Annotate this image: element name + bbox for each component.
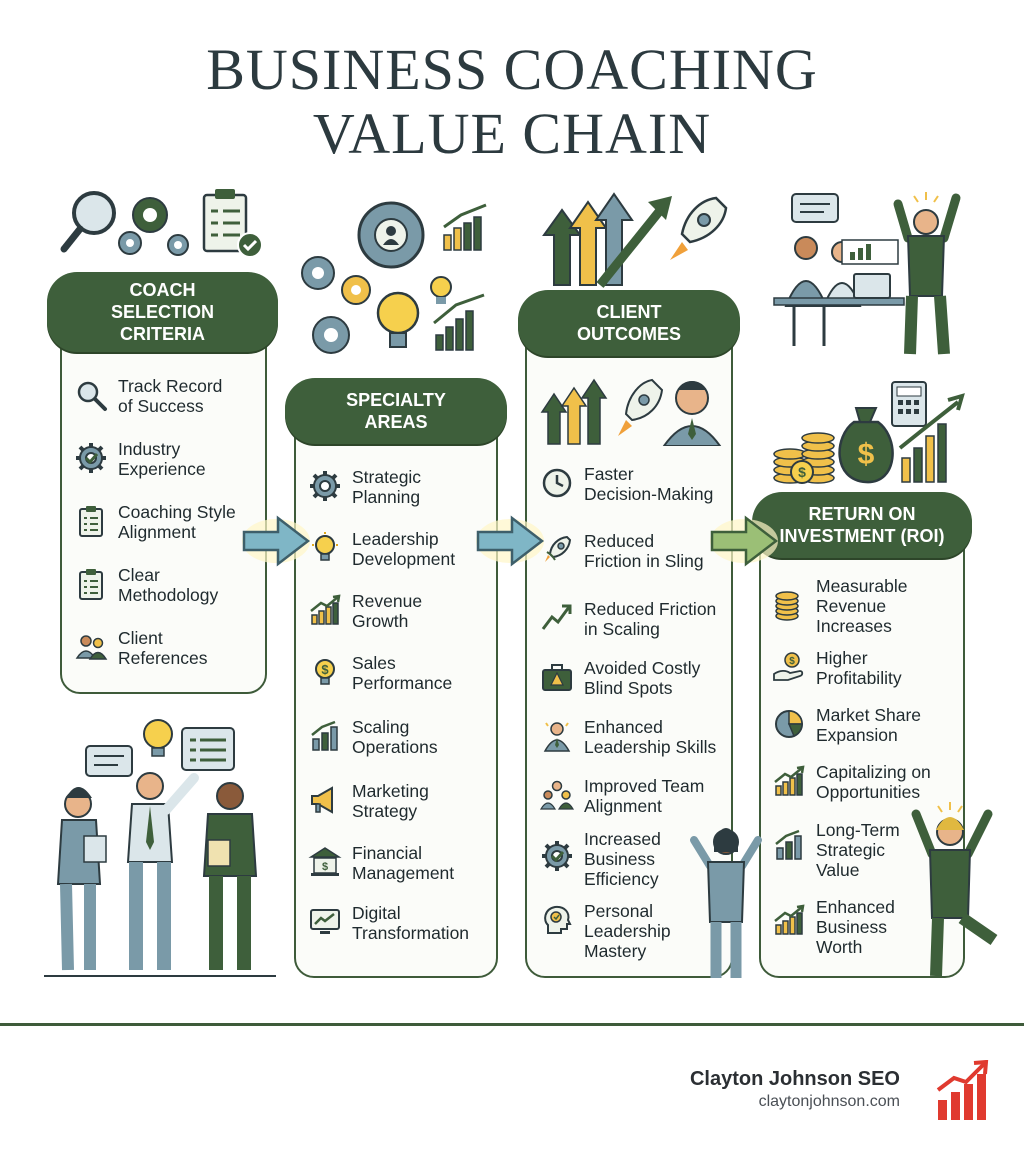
celebrating-team-illustration <box>773 192 961 355</box>
growth-chart-icon <box>772 764 806 798</box>
celebrating-woman-illustration <box>690 828 762 978</box>
gear-check-icon <box>540 839 574 873</box>
clock-icon <box>540 466 574 500</box>
clipboard-icon <box>74 504 108 538</box>
selection-tools-illustration <box>60 189 263 258</box>
team-icon <box>540 778 574 812</box>
growth-chart-icon <box>772 903 806 937</box>
megaphone-icon <box>308 783 342 817</box>
specialty-areas-heading: SPECIALTY AREAS <box>285 378 507 444</box>
growth-arrows-illustration <box>542 192 728 288</box>
briefcase-warning-icon <box>540 660 574 694</box>
coach-selection-panel <box>60 300 267 694</box>
specialty-areas-panel <box>294 410 498 978</box>
bank-icon <box>308 845 342 879</box>
brand-name: Clayton Johnson SEO <box>689 1068 900 1090</box>
specialty-gears-illustration <box>301 201 487 354</box>
gear-icon <box>308 469 342 503</box>
celebrating-leader-illustration <box>911 802 998 977</box>
roi-heading: RETURN ON INVESTMENT (ROI) <box>752 492 972 558</box>
gear-check-icon <box>74 441 108 475</box>
outcomes-mini-illustration <box>540 378 722 446</box>
growth-chart-icon <box>308 593 342 627</box>
coin-stack-icon <box>772 588 806 622</box>
trend-arrow-icon <box>540 601 574 635</box>
magnifier-icon <box>74 378 108 412</box>
money-calculator-illustration: $ $ <box>773 381 965 484</box>
flow-arrow-1 <box>242 515 311 567</box>
dollar-bulb-icon <box>308 655 342 689</box>
page-title: BUSINESS COACHING VALUE CHAIN <box>0 38 1024 166</box>
svg-text:$: $ <box>798 464 806 480</box>
checklist-icon <box>74 567 108 601</box>
bar-chart-icon <box>772 828 806 862</box>
team-discussion-illustration <box>44 719 276 977</box>
footer-divider <box>0 1023 1024 1026</box>
leader-icon <box>540 719 574 753</box>
coach-selection-heading: COACH SELECTION CRITERIA <box>47 272 278 352</box>
brand-url: claytonjohnson.com <box>758 1093 900 1110</box>
hand-coin-icon <box>772 650 806 684</box>
title-line-2: VALUE CHAIN <box>312 101 712 166</box>
client-outcomes-heading: CLIENT OUTCOMES <box>518 290 740 356</box>
people-icon <box>74 630 108 664</box>
title-line-1: BUSINESS COACHING <box>206 37 818 102</box>
head-brain-icon <box>540 903 574 937</box>
flow-arrow-2 <box>476 515 545 567</box>
bar-chart-icon <box>308 719 342 753</box>
brand-logo-icon <box>936 1060 989 1120</box>
monitor-chart-icon <box>308 905 342 939</box>
flow-arrow-3 <box>710 515 779 567</box>
brand-block: Clayton Johnson SEO claytonjohnson.com <box>690 1068 900 1111</box>
svg-text:$: $ <box>858 438 875 471</box>
pie-chart-icon <box>772 707 806 741</box>
